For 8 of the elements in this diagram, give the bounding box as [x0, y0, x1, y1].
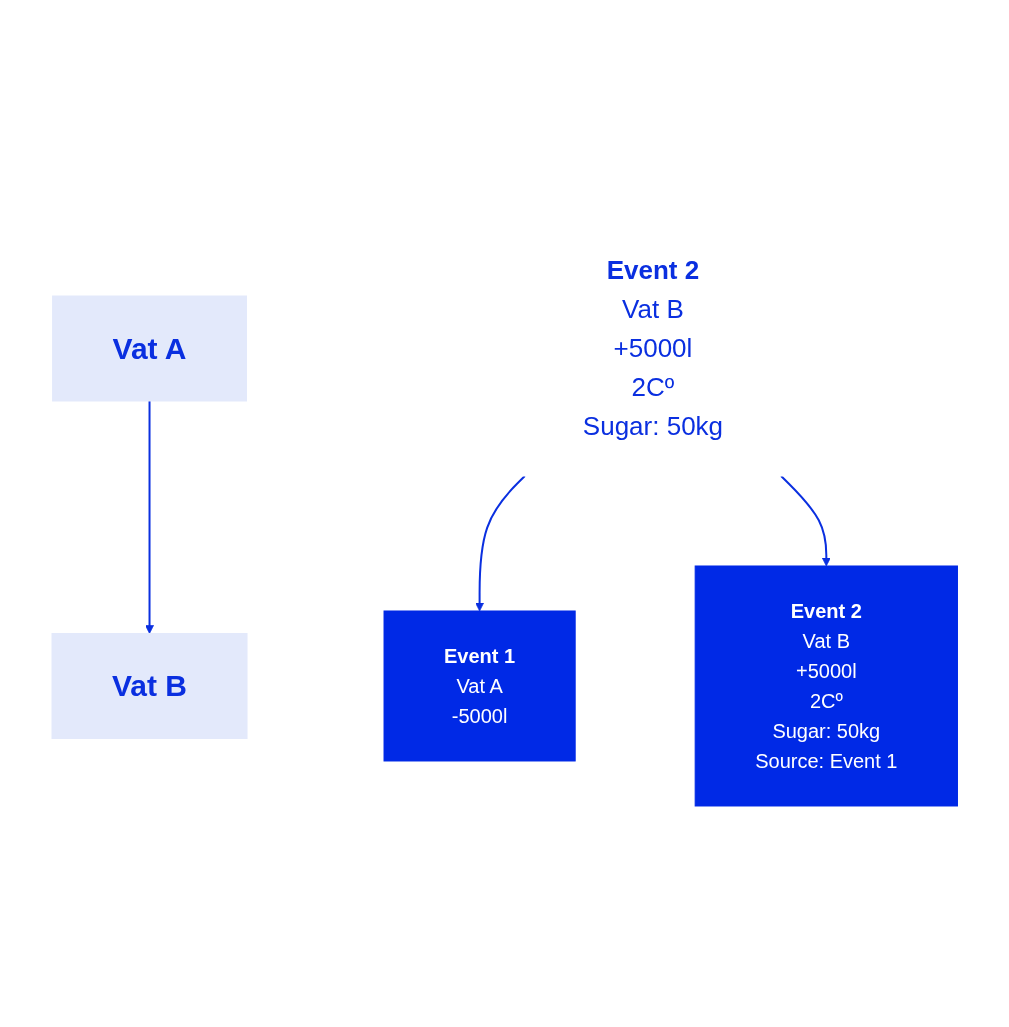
node-box: Vat A	[51, 295, 247, 402]
arrow	[144, 400, 154, 634]
node-box: Event 2 Vat B +5000l 2Cº Sugar: 50kg Source: Event 1	[694, 565, 958, 807]
arrow	[779, 475, 831, 567]
node-box: Vat B	[51, 633, 248, 739]
arrow	[474, 475, 526, 612]
node-text: Event 2 Vat B +5000l 2Cº Sugar: 50kg	[582, 255, 723, 441]
node-box: Event 1 Vat A -5000l	[383, 610, 576, 762]
